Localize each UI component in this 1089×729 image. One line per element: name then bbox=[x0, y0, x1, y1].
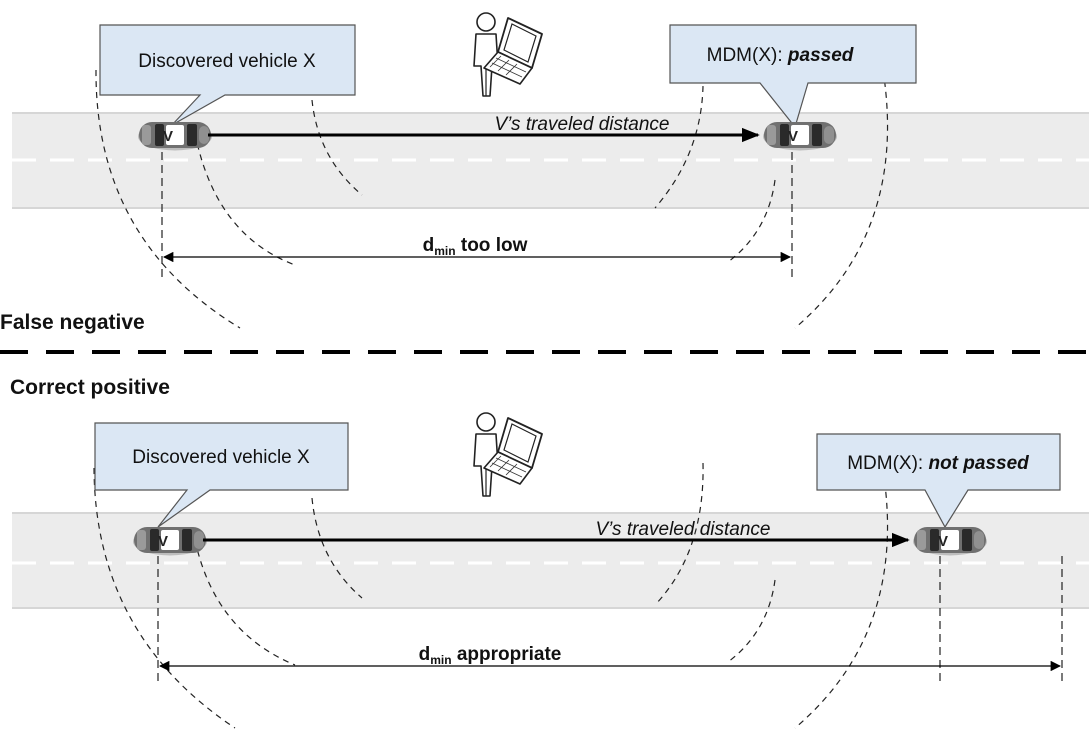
top-panel: Discovered vehicle X MDM(X): passed V V … bbox=[12, 12, 1089, 329]
dmin-label: dmin too low bbox=[423, 235, 528, 258]
car-icon bbox=[763, 122, 837, 151]
car-icon bbox=[913, 527, 987, 556]
car-badge: V bbox=[158, 533, 168, 550]
callout-discovered: Discovered vehicle X bbox=[94, 422, 349, 528]
callout-discovered-text: Discovered vehicle X bbox=[138, 51, 316, 72]
car-badge: V bbox=[163, 128, 173, 145]
range-arcs bbox=[95, 69, 889, 329]
bottom-panel: Discovered vehicle X MDM(X): not passed … bbox=[12, 412, 1089, 729]
person-laptop-icon bbox=[473, 412, 543, 497]
car-icon bbox=[133, 527, 207, 556]
callout-discovered-text: Discovered vehicle X bbox=[132, 447, 310, 468]
car-badge: V bbox=[938, 533, 948, 550]
range-arcs bbox=[93, 462, 889, 729]
person-laptop-icon bbox=[473, 12, 543, 97]
car-badge: V bbox=[788, 128, 798, 145]
callout-mdm-text: MDM(X): passed bbox=[707, 45, 854, 66]
dmin-label: dmin appropriate bbox=[419, 644, 562, 667]
car-icon bbox=[138, 122, 212, 151]
traveled-distance-label: V’s traveled distance bbox=[495, 114, 670, 135]
callout-mdm-result: MDM(X): passed bbox=[669, 24, 917, 129]
traveled-distance-label: V’s traveled distance bbox=[596, 519, 771, 540]
callout-mdm-result: MDM(X): not passed bbox=[816, 433, 1061, 529]
callout-mdm-text: MDM(X): not passed bbox=[847, 453, 1029, 474]
callout-discovered: Discovered vehicle X bbox=[99, 24, 356, 126]
section-label-false-negative: False negative bbox=[0, 311, 145, 334]
section-label-correct-positive: Correct positive bbox=[10, 376, 170, 399]
